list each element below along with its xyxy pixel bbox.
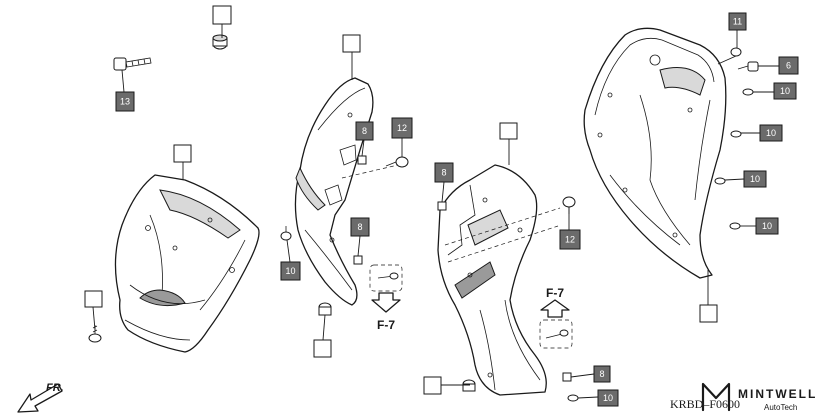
callout-10-c: 10 xyxy=(743,170,767,188)
callout-10-f: 10 xyxy=(597,389,619,407)
svg-text:10: 10 xyxy=(603,393,613,403)
bolt-6-part[interactable] xyxy=(737,61,759,72)
svg-text:10: 10 xyxy=(285,266,295,276)
callout-grommet-middle xyxy=(313,339,332,358)
front-cover-part[interactable] xyxy=(114,174,260,353)
callout-8-b: 8 xyxy=(350,217,370,237)
f7-ref-right: F-7 xyxy=(546,286,564,300)
screw-front-bottom-part[interactable] xyxy=(88,325,102,343)
svg-text:10: 10 xyxy=(750,174,760,184)
clip-8a-part[interactable] xyxy=(357,155,367,165)
brand-logo: MINTWELL AutoTech xyxy=(701,382,817,412)
brand-name: MINTWELL xyxy=(738,387,817,401)
callout-10-b: 10 xyxy=(759,124,783,142)
clip-8c-part[interactable] xyxy=(437,201,447,211)
large-side-cover-part[interactable] xyxy=(583,27,727,279)
inner-side-panel-part[interactable] xyxy=(294,77,374,306)
svg-text:12: 12 xyxy=(565,235,575,245)
svg-text:8: 8 xyxy=(362,126,367,136)
callout-side-cover xyxy=(699,304,718,323)
svg-text:6: 6 xyxy=(786,61,791,71)
svg-text:11: 11 xyxy=(733,17,742,27)
bolt-11-part[interactable] xyxy=(730,47,742,57)
callout-grommet-top xyxy=(212,5,232,25)
svg-text:8: 8 xyxy=(357,222,362,232)
screw-10f-part[interactable] xyxy=(567,394,579,402)
grommet-top-part[interactable] xyxy=(212,34,228,50)
screws-10-right-part[interactable] xyxy=(714,88,754,230)
callout-10-a: 10 xyxy=(773,82,797,100)
callout-6: 6 xyxy=(778,56,799,75)
grommet-bottom-part[interactable] xyxy=(462,379,476,392)
callout-10-e: 10 xyxy=(280,261,301,281)
svg-text:8: 8 xyxy=(599,369,604,379)
callout-10-d: 10 xyxy=(755,217,779,235)
callout-center-cover xyxy=(499,122,518,140)
svg-text:10: 10 xyxy=(762,221,772,231)
grommet-middle-part[interactable] xyxy=(318,302,332,316)
bolt-13-part[interactable] xyxy=(113,57,152,71)
front-direction-label: FR. xyxy=(46,382,64,394)
svg-text:10: 10 xyxy=(766,128,776,138)
svg-text:12: 12 xyxy=(397,123,407,133)
callout-grommet-bottom xyxy=(423,376,442,395)
callout-8-a: 8 xyxy=(355,121,374,141)
clip-8d-part[interactable] xyxy=(562,372,572,382)
svg-text:10: 10 xyxy=(780,86,790,96)
svg-text:8: 8 xyxy=(441,168,446,178)
callout-8-d: 8 xyxy=(593,365,611,383)
f7-inset-right: F-7 xyxy=(539,286,573,349)
front-direction-arrow: FR. xyxy=(17,382,64,413)
callout-11: 11 xyxy=(728,12,747,31)
f7-ref-left: F-7 xyxy=(377,318,395,332)
diagram-code: KRBD–F0600 xyxy=(670,397,740,411)
center-side-cover-part[interactable] xyxy=(437,164,547,396)
callout-12-a: 12 xyxy=(391,117,413,139)
screw-left-10-part[interactable] xyxy=(280,226,292,241)
callout-inner-panel xyxy=(342,34,361,53)
callout-8-c: 8 xyxy=(434,162,454,183)
callout-front-cover xyxy=(173,144,192,163)
callout-front-screw xyxy=(84,290,103,308)
brand-tagline: AutoTech xyxy=(764,403,797,412)
callout-12-b: 12 xyxy=(559,229,581,250)
f7-inset-left: F-7 xyxy=(369,264,403,332)
clip-8b-part[interactable] xyxy=(353,255,363,265)
svg-text:13: 13 xyxy=(120,97,130,107)
callout-13: 13 xyxy=(115,91,135,112)
